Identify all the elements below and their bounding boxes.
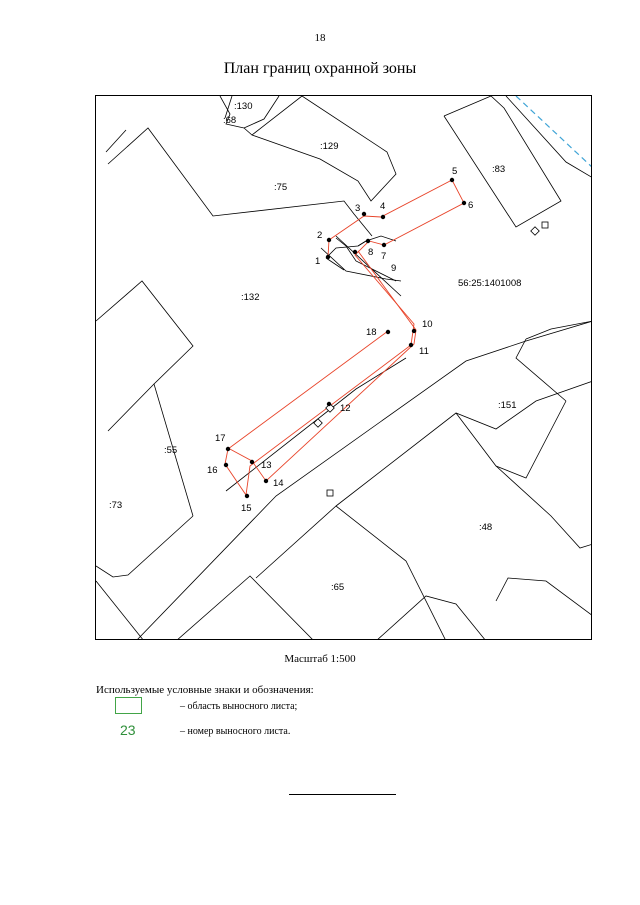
point-label-10: 10 <box>422 319 433 330</box>
point-label-16: 16 <box>207 465 218 476</box>
survey-point <box>325 254 331 260</box>
point-label-15: 15 <box>241 503 252 514</box>
point-label-18: 18 <box>366 327 377 338</box>
point-label-8: 8 <box>368 247 373 258</box>
point-label-11: 11 <box>419 346 429 357</box>
parcel-line <box>96 280 194 385</box>
point-label-1: 1 <box>315 256 320 267</box>
parcel-line <box>495 465 591 549</box>
legend-sheet-area-icon <box>115 697 142 714</box>
protection-zone <box>224 179 465 497</box>
parcel-line <box>455 400 567 479</box>
survey-point <box>411 328 417 334</box>
parcel-line <box>443 96 562 228</box>
parcel-line <box>515 338 567 402</box>
water-line <box>515 96 591 167</box>
cadastral-map: :130 :68 :129 :75 :83 :132 56:25:1401008… <box>95 95 592 640</box>
parcel-line <box>96 515 194 578</box>
legend-item-sheet-number: – номер выносного листа. <box>180 726 291 737</box>
parcel-label-73: :73 <box>109 500 122 511</box>
page-number: 18 <box>314 32 326 44</box>
parcel-line <box>325 257 345 271</box>
parcel-line <box>320 247 402 282</box>
parcel-label-68: :68 <box>223 115 236 126</box>
point-label-7: 7 <box>381 251 386 262</box>
parcel-line <box>505 96 591 178</box>
point-label-17: 17 <box>215 433 226 444</box>
survey-point <box>326 401 332 407</box>
zone-boundary-outer <box>224 179 465 497</box>
structure-marker <box>530 226 540 236</box>
legend-item-sheet-area: – область выносного листа; <box>180 701 298 712</box>
structure-marker <box>541 221 549 229</box>
parcel-line <box>495 577 591 616</box>
point-label-2: 2 <box>317 230 322 241</box>
point-label-5: 5 <box>452 166 457 177</box>
parcel-line <box>107 383 194 517</box>
parcel-line <box>335 381 591 507</box>
parcel-label-130: :130 <box>234 101 253 112</box>
survey-points <box>223 177 467 499</box>
survey-point <box>461 200 467 206</box>
parcel-label-83: :83 <box>492 164 505 175</box>
survey-point <box>449 177 455 183</box>
zone-boundary-inner <box>227 250 417 482</box>
parcel-line <box>177 575 313 639</box>
parcel-label-55: :55 <box>164 445 177 456</box>
survey-point <box>408 342 414 348</box>
parcel-line <box>335 237 397 282</box>
cadastral-quarter-label: 56:25:1401008 <box>458 278 521 289</box>
survey-point <box>361 211 367 217</box>
survey-point <box>249 459 255 465</box>
structure-marker <box>326 489 334 497</box>
parcel-line <box>525 320 591 340</box>
parcel-line <box>243 96 303 136</box>
survey-point <box>385 329 391 335</box>
point-label-13: 13 <box>261 460 272 471</box>
parcel-line <box>377 595 485 639</box>
parcel-line <box>219 96 280 129</box>
point-label-4: 4 <box>380 201 385 212</box>
legend-sheet-number-symbol: 23 <box>120 722 136 738</box>
parcel-line <box>96 580 143 639</box>
parcel-line <box>224 96 233 119</box>
parcel-label-75: :75 <box>274 182 287 193</box>
point-label-14: 14 <box>273 478 284 489</box>
parcel-line <box>357 235 397 247</box>
parcel-line <box>137 321 591 639</box>
survey-point <box>380 214 386 220</box>
parcel-line <box>255 505 446 639</box>
survey-point <box>263 478 269 484</box>
survey-point <box>352 249 358 255</box>
structure-marker <box>313 418 323 428</box>
parcel-label-65: :65 <box>331 582 344 593</box>
parcel-line <box>251 96 397 202</box>
survey-point <box>244 493 250 499</box>
parcel-line <box>443 96 492 117</box>
survey-point <box>225 446 231 452</box>
survey-point <box>381 242 387 248</box>
point-label-12: 12 <box>340 403 351 414</box>
map-scale: Масштаб 1:500 <box>284 653 356 665</box>
point-label-3: 3 <box>355 203 360 214</box>
small-structures <box>313 221 549 497</box>
parcel-line <box>105 129 127 153</box>
page-title: План границ охранной зоны <box>223 60 417 77</box>
survey-point <box>365 238 371 244</box>
parcel-boundaries <box>96 96 591 639</box>
legend-heading: Используемые условные знаки и обозначени… <box>96 684 314 696</box>
bottom-rule <box>289 794 396 795</box>
survey-point <box>326 237 332 243</box>
survey-point <box>223 462 229 468</box>
parcel-line <box>107 127 373 237</box>
parcel-label-129: :129 <box>320 141 339 152</box>
map-svg: :130 :68 :129 :75 :83 :132 56:25:1401008… <box>96 96 591 639</box>
point-label-6: 6 <box>468 200 473 211</box>
parcel-label-151: :151 <box>498 400 517 411</box>
parcel-label-132: :132 <box>241 292 260 303</box>
parcel-label-48: :48 <box>479 522 492 533</box>
point-label-9: 9 <box>391 263 396 274</box>
parcel-line <box>225 357 407 492</box>
